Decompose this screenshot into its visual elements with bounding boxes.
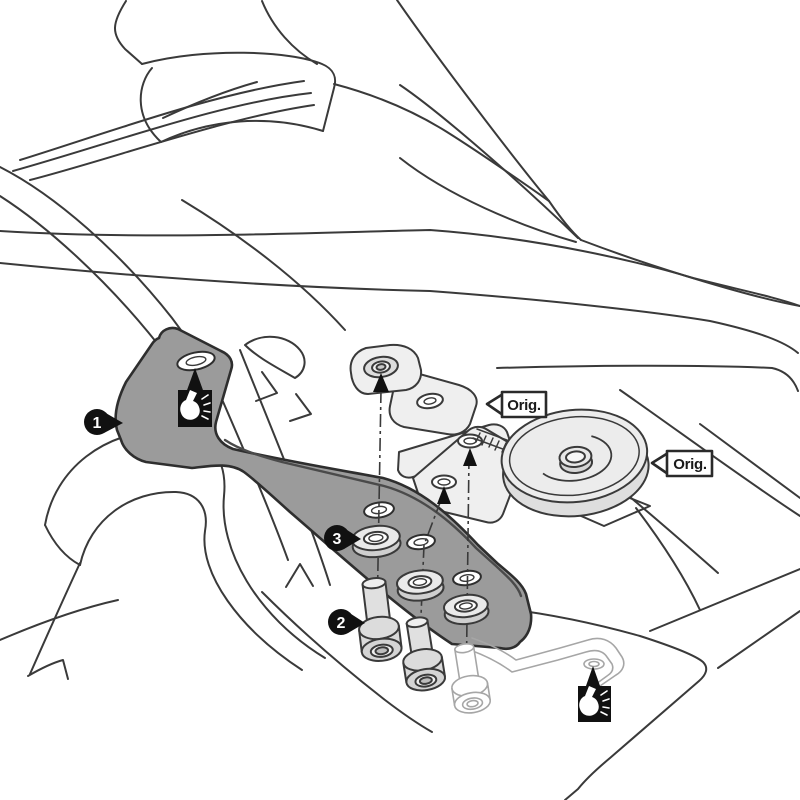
orig-label-right: Orig. bbox=[650, 449, 714, 478]
washer-middle bbox=[395, 569, 445, 602]
original-spacer-disc bbox=[500, 408, 650, 518]
ghost-support-strip bbox=[469, 637, 625, 687]
original-mounting-plates bbox=[349, 343, 532, 524]
washer-3 bbox=[350, 524, 402, 559]
step-callout-1: 1 bbox=[84, 409, 123, 435]
ghost-socket-bolt bbox=[451, 643, 492, 714]
orig-label-right-text: Orig. bbox=[673, 456, 707, 473]
step-callout-2: 2 bbox=[328, 609, 365, 635]
washer-right bbox=[442, 593, 490, 626]
orig-label-top: Orig. bbox=[485, 390, 548, 419]
step-callout-3: 3 bbox=[324, 525, 361, 551]
step-number-1: 1 bbox=[93, 415, 102, 432]
installed-bolt-top bbox=[363, 355, 399, 379]
threadlocker-icon-bottom bbox=[578, 666, 611, 722]
step-number-2: 2 bbox=[337, 615, 346, 632]
threadlocker-icon-top bbox=[178, 368, 212, 427]
socket-bolt-2 bbox=[358, 577, 403, 662]
rack-side-bracket bbox=[114, 326, 533, 651]
socket-bolt-middle bbox=[402, 616, 447, 692]
step-number-3: 3 bbox=[333, 531, 342, 548]
insertion-arrows bbox=[373, 373, 477, 504]
orig-label-top-text: Orig. bbox=[507, 397, 541, 414]
